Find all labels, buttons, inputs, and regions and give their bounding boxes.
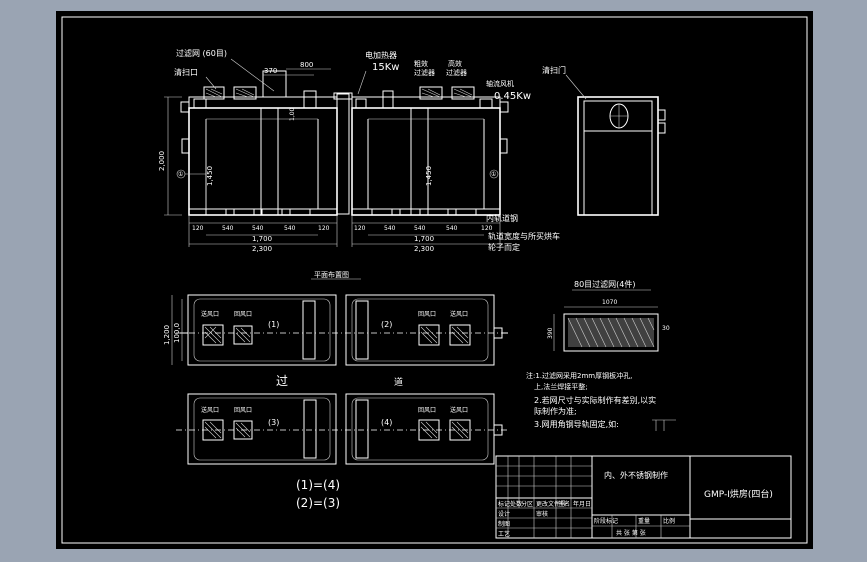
notes: 注:1.过滤网采用2mm厚钢板冲孔, 上,法兰焊接平整; 2.若网尺寸与实际制作… [526,371,676,431]
dim-height-inner: 1,450 [206,166,214,186]
label-cleanout-right: 清扫门 [542,65,566,75]
note-line-1b: 上,法兰焊接平整; [534,382,588,391]
plan-view: 平面布置图 送风口 回风口 回风口 送风口 (1) (2) 过 道 [163,270,508,510]
dim-height-small: 1,00 [289,107,296,121]
dim-height-total: 2,000 [158,151,166,171]
note-line-1: 注:1.过滤网采用2mm厚钢板冲孔, [526,371,632,380]
tb-description: 内、外不锈钢制作 [604,470,668,480]
return-label-3: 回风口 [234,407,252,414]
tb-drawing-name: GMP-Ⅰ烘房(四台) [704,488,773,500]
label-inner-rails: 内轨道钢 [486,213,518,223]
label-fan-power: 0.45Kw [494,91,531,102]
dim-seg-r5: 120 [481,225,493,232]
marker-left: ① [178,171,183,178]
dim-bottom-inner-right: 1,700 [414,235,434,243]
dim-bottom-inner: 1,700 [252,235,272,243]
label-wheel-fix: 轮子而定 [488,242,520,252]
return-label-4: 回风口 [418,407,436,414]
title-block: 标记 处数 分区 更改文件号 签名 年月日 设计 制图 工艺 审核 阶段标记 重… [495,455,792,539]
return-icon [233,325,253,345]
filter-frame [563,313,659,352]
tb-cell-count: 处数 [510,500,522,508]
note-line-2: 2.若网尺寸与实际制作有差别,以实 [534,395,656,405]
room-label-2: (2) [381,320,392,329]
filter-dim-height: 390 [547,327,554,339]
dim-seg-r4: 540 [446,225,458,232]
filter-dim-thickness: 30 [662,325,670,332]
tb-cell-date: 年月日 [573,500,591,508]
tb-cell-zone: 分区 [521,500,533,508]
dim-seg-3: 540 [252,225,264,232]
tb-stage-mark: 阶段标记 [594,517,618,525]
side-elevation [577,96,659,216]
tb-cell-sign: 签名 [558,500,570,508]
drawing-border [61,16,808,544]
aisle-label-left: 过 [276,374,288,388]
dim-seg-1: 120 [192,225,204,232]
room-1 [187,294,337,366]
dim-bottom-outer: 2,300 [252,245,272,253]
dim-seg-2: 540 [222,225,234,232]
dim-seg-r1: 120 [354,225,366,232]
note-line-2b: 际制作为准; [534,406,577,416]
dim-top-b: 800 [300,61,313,69]
tb-scale: 比例 [663,517,675,525]
room-label-3: (3) [268,418,279,427]
tb-cell-mark: 标记 [498,500,510,508]
marker-right: ① [491,171,496,178]
tb-label-process: 工艺 [498,530,510,538]
tb-sheet: 共 张 第 张 [616,529,646,537]
cad-drawing: 2,000 1,450 1,450 1,00 ① ① 370 800 120 5… [61,16,808,544]
tb-label-review: 审核 [536,510,548,518]
tb-weight: 重量 [638,517,650,525]
tb-label-design: 设计 [498,510,510,518]
dim-seg-r2: 540 [384,225,396,232]
plan-dim-inner: 100,0 [173,323,181,343]
equation-1: (1)=(4) [296,478,340,492]
dim-seg-r3: 540 [414,225,426,232]
plan-title: 平面布置图 [314,270,349,279]
dim-seg-5: 120 [318,225,330,232]
room-3 [187,393,337,465]
right-unit-body [351,107,501,216]
dim-bottom-outer-right: 2,300 [414,245,434,253]
tb-cell-change: 更改文件号 [536,500,566,508]
cad-viewport[interactable]: 2,000 1,450 1,450 1,00 ① ① 370 800 120 5… [56,11,813,549]
tb-label-draw: 制图 [498,520,510,528]
label-hepa: 高效 [448,59,462,68]
label-fan: 轴流风机 [486,79,514,88]
outlet-label-4: 送风口 [450,406,468,414]
filter-detail: 80目过滤网(4件) 1070 390 30 [547,279,670,352]
left-unit-body [188,107,338,216]
room-label-1: (1) [268,320,279,329]
label-coarse-net: 过滤器 [414,68,435,77]
elevation-view: 2,000 1,450 1,450 1,00 ① ① 370 800 120 5… [158,48,666,253]
return-label-1: 回风口 [234,311,252,318]
return-icon [418,324,440,346]
label-filter-mesh: 过滤网 (60目) [176,48,227,58]
label-hepa-net: 过滤器 [446,68,467,77]
angle-rail-icon [652,419,676,431]
label-heater: 电加热器 [365,50,397,60]
label-heater-power: 15Kw [372,62,399,73]
filter-detail-title: 80目过滤网(4件) [574,279,636,289]
label-rail-track: 轨道宽度与所买烘车 [488,231,560,241]
outlet-icon [202,324,224,346]
dim-height-inner-right: 1,450 [425,166,433,186]
note-line-3: 3.网用角钢导轨固定,如: [534,419,619,429]
outlet-label-1: 送风口 [201,310,219,318]
outlet-label-3: 送风口 [201,406,219,414]
dim-top-a: 370 [264,67,277,75]
aisle-label-right: 道 [394,376,403,388]
label-cleanout-left: 清扫口 [174,67,198,77]
plan-dim-outer: 1,200 [163,325,171,345]
filter-dim-width: 1070 [602,299,617,306]
equation-2: (2)=(3) [296,496,340,510]
outlet-label-2: 送风口 [450,310,468,318]
label-coarse: 粗效 [414,59,428,68]
room-label-4: (4) [381,418,392,427]
return-label-2: 回风口 [418,311,436,318]
outlet-icon [449,324,471,346]
dim-seg-4: 540 [284,225,296,232]
